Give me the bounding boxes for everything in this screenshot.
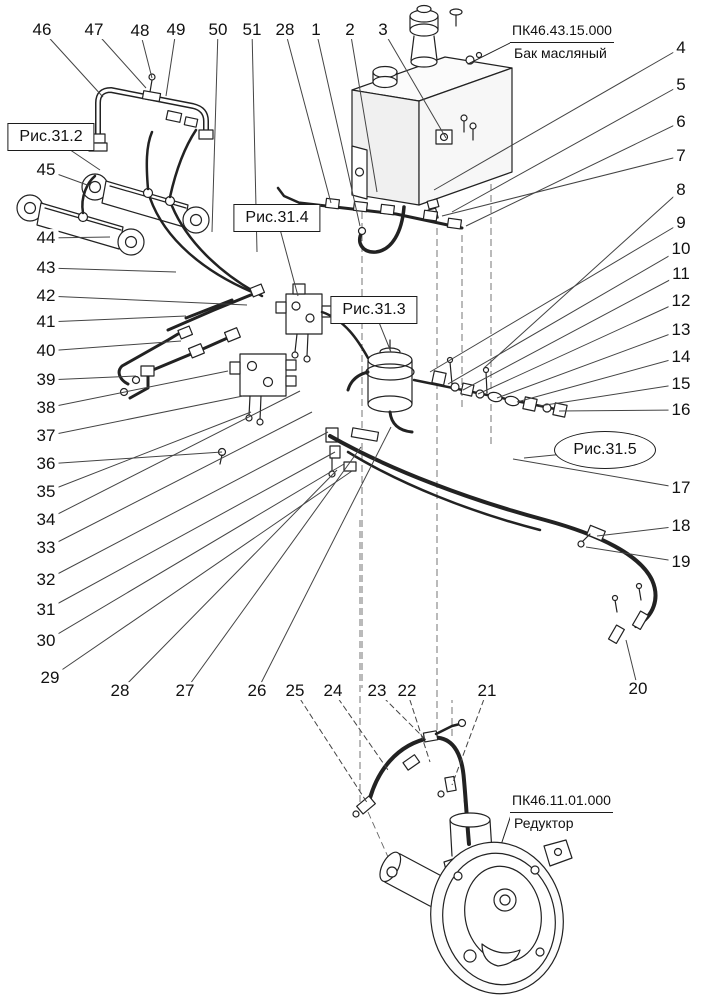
callout-50: 50 [205,21,231,39]
callout-31: 31 [33,601,59,619]
callout-17: 17 [668,479,694,497]
callout-1: 1 [308,21,324,39]
callout-26: 26 [244,682,270,700]
callout-13: 13 [668,321,694,339]
callout-29: 29 [37,669,63,687]
oil-tank [351,4,513,221]
callout-3: 3 [375,21,391,39]
tank-code-label: ПК46.43.15.000 Бак масляный [510,22,614,62]
callout-16: 16 [668,401,694,419]
callout-18: 18 [668,517,694,535]
callout-19: 19 [668,553,694,571]
callout-12: 12 [668,292,694,310]
callout-25: 25 [282,682,308,700]
callout-40: 40 [33,342,59,360]
bottom-hose [352,718,471,846]
callout-21: 21 [474,682,500,700]
figref-31-3: Рис.31.3 [330,296,418,324]
pipe-fittings [119,283,266,465]
callout-49: 49 [163,21,189,39]
callout-22: 22 [394,682,420,700]
long-hose-right [328,434,658,645]
callout-4: 4 [673,39,689,57]
callout-30: 30 [33,632,59,650]
callout-37: 37 [33,427,59,445]
callout-11: 11 [669,265,693,283]
callout-43: 43 [33,259,59,277]
callout-15: 15 [668,375,694,393]
tank-part-number: ПК46.43.15.000 [510,22,614,43]
figref-31-2: Рис.31.2 [7,123,95,151]
callout-35: 35 [33,483,59,501]
callout-7: 7 [673,147,689,165]
tank-pipework [276,186,464,254]
callout-5: 5 [673,76,689,94]
callout-45: 45 [33,161,59,179]
callout-9: 9 [673,214,689,232]
callout-27: 27 [172,682,198,700]
u-shaped-pipe [88,73,214,152]
callout-33: 33 [33,539,59,557]
callout-44: 44 [33,229,59,247]
reducer-code-label: ПК46.11.01.000 Редуктор [510,792,613,832]
callout-42: 42 [33,287,59,305]
callout-47: 47 [81,21,107,39]
valve-block [275,283,370,363]
pump-unit [346,339,415,434]
callout-28-bottom: 28 [107,682,133,700]
callout-8: 8 [673,181,689,199]
reducer-part-number: ПК46.11.01.000 [510,792,613,813]
callout-48: 48 [127,22,153,40]
callout-38: 38 [33,399,59,417]
figref-31-4: Рис.31.4 [233,204,321,232]
callout-6: 6 [673,113,689,131]
callout-32: 32 [33,571,59,589]
steel-pipes [117,290,260,400]
callout-23: 23 [364,682,390,700]
callout-46: 46 [29,21,55,39]
callout-39: 39 [33,371,59,389]
distributor-block [229,353,297,426]
reducer-name: Редуктор [514,814,574,831]
callout-28-top: 28 [272,21,298,39]
reducer [379,811,573,995]
callout-24: 24 [320,682,346,700]
callout-14: 14 [668,348,694,366]
figref-31-5: Рис.31.5 [554,431,656,469]
callout-2: 2 [342,21,358,39]
callout-51: 51 [239,21,265,39]
callout-10: 10 [668,240,694,258]
tank-name: Бак масляный [514,44,607,61]
callout-36: 36 [33,455,59,473]
callout-41: 41 [33,313,59,331]
callout-20: 20 [625,680,651,698]
callout-34: 34 [33,511,59,529]
